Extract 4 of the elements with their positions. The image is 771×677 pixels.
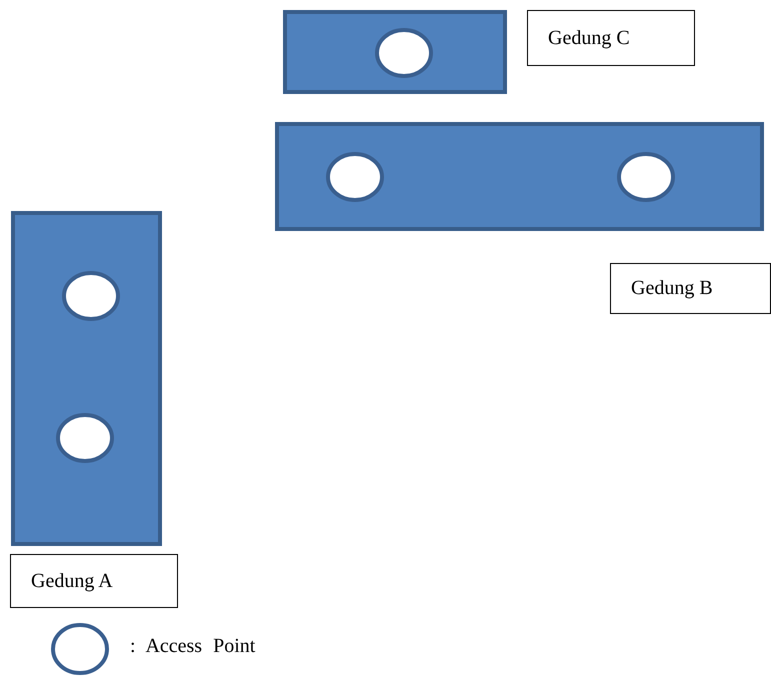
- legend-label: : Access Point: [130, 635, 256, 658]
- building-label: Gedung C: [527, 10, 695, 66]
- building-label: Gedung A: [10, 554, 178, 608]
- building-label: Gedung B: [610, 263, 771, 314]
